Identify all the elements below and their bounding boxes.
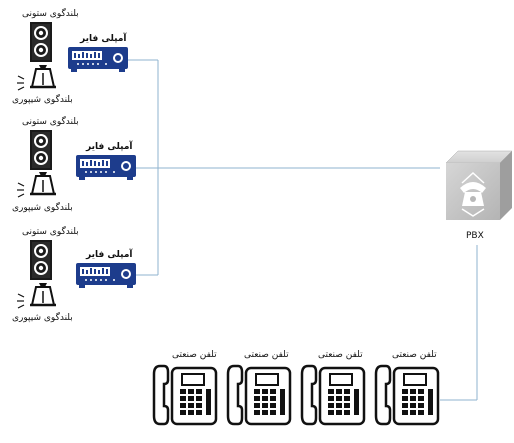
industrial-phone-icon	[226, 364, 292, 426]
industrial-phone-icon	[374, 364, 440, 426]
industrial-phone-icon	[152, 364, 218, 426]
column-speaker-label: بلندگوی ستونی	[22, 227, 79, 237]
horn-speaker-label: بلندگوی شیپوری	[12, 313, 73, 323]
phone-label: تلفن صنعتی	[172, 350, 217, 360]
speaker-group-1	[15, 22, 128, 92]
column-speaker-label: بلندگوی ستونی	[22, 117, 79, 127]
column-speaker-icon	[30, 240, 52, 280]
amplifier-icon	[76, 155, 136, 180]
horn-speaker-label: بلندگوی شیپوری	[12, 95, 73, 105]
horn-speaker-icon	[15, 170, 58, 199]
phone-label: تلفن صنعتی	[318, 350, 363, 360]
horn-speaker-label: بلندگوی شیپوری	[12, 203, 73, 213]
pbx-label: PBX	[466, 231, 484, 241]
speaker-group-2	[15, 130, 136, 199]
industrial-phone-icon	[300, 364, 366, 426]
column-speaker-icon	[30, 22, 52, 62]
column-speaker-label: بلندگوی ستونی	[22, 9, 79, 19]
amplifier-label: آمپلی فایر	[86, 142, 133, 152]
horn-speaker-icon	[15, 281, 58, 310]
amplifier-label: آمپلی فایر	[80, 34, 127, 44]
phone-label: تلفن صنعتی	[244, 350, 289, 360]
connection-lines	[128, 59, 478, 401]
pbx-icon	[445, 150, 513, 220]
amplifier-icon	[68, 47, 128, 72]
phone-label: تلفن صنعتی	[392, 350, 437, 360]
column-speaker-icon	[30, 130, 52, 170]
amplifier-icon	[76, 263, 136, 288]
amplifier-label: آمپلی فایر	[86, 250, 133, 260]
horn-speaker-icon	[15, 63, 58, 92]
